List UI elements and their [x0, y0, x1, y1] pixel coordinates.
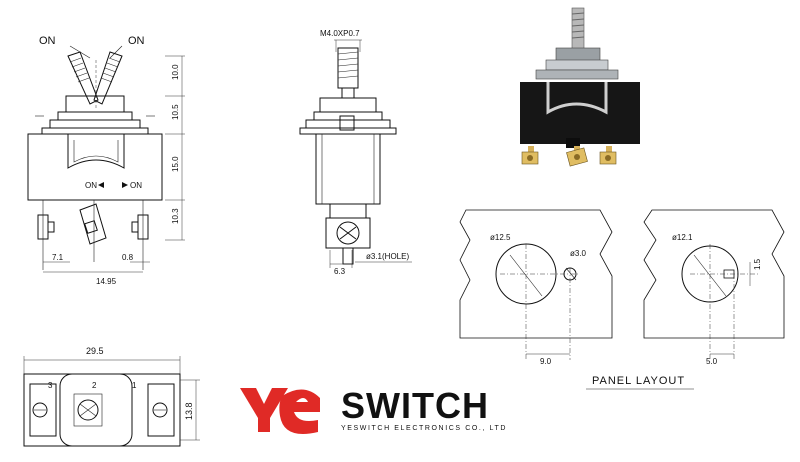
thread-spec: M4.0XP0.7 [320, 29, 360, 38]
terminal-center [79, 200, 107, 262]
body-mark-right: ON [130, 181, 142, 190]
brand-logo: SWITCH YESWITCH ELECTRONICS CO., LTD [240, 385, 507, 434]
hole-spec: ø3.1(HOLE) [366, 252, 409, 261]
terminal-label-1: 1 [132, 381, 137, 390]
logo-y-mark [240, 388, 288, 432]
terminal-label-2: 2 [92, 381, 97, 390]
terminal-label-3: 3 [48, 381, 53, 390]
on-label-left: ON [39, 35, 56, 47]
panel-right-main-dia: ø12.1 [672, 233, 693, 242]
side-view: M4.0XP0.7 6.3 ø3.1(HOLE) [299, 29, 412, 276]
dim-lever-height: 10.0 [171, 64, 180, 80]
lever-left [67, 51, 99, 105]
front-view: ON ON ON ON [27, 35, 185, 286]
terminal-right [131, 200, 149, 270]
lever-right [93, 51, 123, 105]
on-label-right: ON [128, 35, 145, 47]
toggle-switch-photo [520, 7, 640, 167]
logo-e-mark [279, 389, 320, 434]
dim-7-1: 7.1 [52, 253, 64, 262]
panel-right-offset: 5.0 [706, 357, 718, 366]
panel-layout-title: PANEL LAYOUT [592, 375, 685, 387]
dim-bushing-height: 10.5 [171, 104, 180, 120]
terminal-left [37, 200, 55, 270]
panel-left-main-dia: ø12.5 [490, 233, 511, 242]
panel-left-offset: 9.0 [540, 357, 552, 366]
bottom-width-dim: 29.5 [86, 346, 104, 356]
panel-layout-right: 1.5 ø12.1 5.0 [643, 209, 785, 366]
dim-0-8: 0.8 [122, 253, 134, 262]
bottom-height-dim: 13.8 [184, 402, 194, 420]
photo-terminals [521, 146, 617, 167]
dim-14-95: 14.95 [96, 277, 117, 286]
bottom-view: 29.5 3 2 1 13.8 [23, 346, 200, 447]
company-name: YESWITCH ELECTRONICS CO., LTD [341, 425, 507, 432]
dim-body-height: 15.0 [171, 156, 180, 172]
dim-terminal-height: 10.3 [171, 208, 180, 224]
switch-body [27, 133, 163, 201]
panel-right-key: 1.5 [753, 258, 762, 270]
brand-name: SWITCH [341, 385, 489, 426]
side-width-dim: 6.3 [334, 267, 346, 276]
panel-layout-left: ø12.5 ø3.0 9.0 [459, 209, 613, 366]
body-mark-left: ON [85, 181, 97, 190]
panel-left-small-dia: ø3.0 [570, 249, 587, 258]
